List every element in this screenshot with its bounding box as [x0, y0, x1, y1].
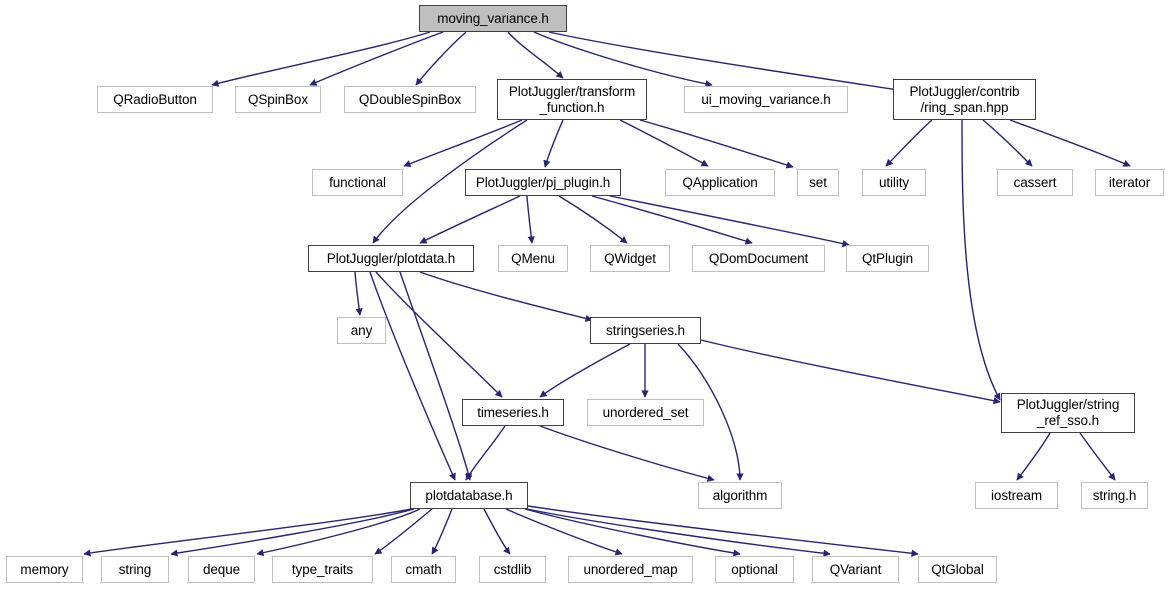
edge-plotdata-to-any [354, 271, 363, 316]
graph-node-qmenu[interactable]: QMenu [498, 245, 568, 272]
edge-pj_plugin-to-qdomdocument [591, 195, 753, 245]
edge-plotdatabase-to-deque [256, 508, 421, 557]
edge-pj_plugin-to-qmenu [526, 195, 535, 244]
edge-plotdata-to-plotdatabase [369, 271, 456, 481]
graph-node-unordered_set[interactable]: unordered_set [587, 399, 704, 426]
graph-node-string_h[interactable]: string.h [1081, 482, 1148, 509]
edge-ring_span-to-utility [885, 119, 933, 167]
graph-node-cstdlib[interactable]: cstdlib [479, 556, 546, 583]
edge-plotdata-to-plotdatabase [399, 271, 472, 481]
edge-plotdatabase-to-cmath [431, 508, 453, 555]
edge-plotdatabase-to-memory [83, 508, 413, 557]
graph-node-qtplugin[interactable]: QtPlugin [846, 245, 929, 272]
edge-moving_variance-to-qdoublespinbox [415, 31, 467, 86]
edge-moving_variance-to-ui_moving_variance [533, 31, 713, 88]
graph-node-functional[interactable]: functional [312, 169, 403, 196]
edge-pj_plugin-to-qtplugin [609, 195, 850, 248]
edge-plotdatabase-to-optional [524, 508, 741, 557]
graph-node-qtglobal[interactable]: QtGlobal [918, 556, 997, 583]
graph-node-transform_function[interactable]: PlotJuggler/transform _function.h [497, 79, 647, 120]
graph-node-pj_plugin[interactable]: PlotJuggler/pj_plugin.h [465, 169, 621, 196]
graph-node-plotdata[interactable]: PlotJuggler/plotdata.h [308, 245, 474, 272]
edge-moving_variance-to-transform_function [507, 31, 564, 79]
graph-node-cassert[interactable]: cassert [997, 169, 1073, 196]
graph-node-string[interactable]: string [101, 556, 169, 583]
edge-plotdatabase-to-type_traits [374, 508, 433, 555]
graph-node-deque[interactable]: deque [188, 556, 255, 583]
graph-node-algorithm[interactable]: algorithm [698, 482, 782, 509]
graph-node-qradiobutton[interactable]: QRadioButton [97, 86, 213, 113]
edge-plotdatabase-to-cstdlib [483, 508, 511, 555]
edge-timeseries-to-algorithm [539, 425, 715, 482]
edge-transform_function-to-functional [403, 119, 523, 168]
graph-node-cmath[interactable]: cmath [391, 556, 456, 583]
edge-pj_plugin-to-qwidget [558, 195, 628, 244]
graph-node-timeseries[interactable]: timeseries.h [462, 399, 564, 426]
graph-node-memory[interactable]: memory [6, 556, 83, 583]
graph-node-qwidget[interactable]: QWidget [590, 245, 670, 272]
edge-plotdatabase-to-string [170, 508, 415, 557]
graph-node-qdoublespinbox[interactable]: QDoubleSpinBox [344, 86, 476, 113]
edge-stringseries-to-string_ref_sso [700, 339, 1001, 405]
edge-transform_function-to-set [639, 119, 794, 169]
edge-moving_variance-to-qradiobutton [211, 31, 431, 87]
graph-node-moving_variance[interactable]: moving_variance.h [419, 5, 567, 32]
edge-transform_function-to-pj_plugin [543, 119, 564, 168]
graph-node-utility[interactable]: utility [862, 169, 926, 196]
edge-ring_span-to-string_ref_sso [961, 119, 1001, 401]
graph-node-qvariant[interactable]: QVariant [812, 556, 899, 583]
edge-string_ref_sso-to-iostream [1016, 432, 1051, 481]
edge-stringseries-to-timeseries [539, 343, 631, 398]
graph-node-ring_span[interactable]: PlotJuggler/contrib /ring_span.hpp [893, 79, 1036, 120]
graph-node-unordered_map[interactable]: unordered_map [568, 556, 693, 583]
graph-node-qapplication[interactable]: QApplication [665, 169, 775, 196]
edge-plotdatabase-to-qvariant [526, 508, 831, 557]
graph-node-qspinbox[interactable]: QSpinBox [235, 86, 321, 113]
edge-plotdata-to-stringseries [419, 271, 593, 322]
edge-ring_span-to-cassert [982, 119, 1033, 167]
graph-node-type_traits[interactable]: type_traits [272, 556, 373, 583]
graph-node-string_ref_sso[interactable]: PlotJuggler/string _ref_sso.h [1001, 393, 1135, 433]
edge-ring_span-to-iterator [1009, 119, 1131, 167]
graph-node-set[interactable]: set [797, 169, 839, 196]
edge-plotdatabase-to-qtglobal [527, 505, 919, 557]
graph-node-stringseries[interactable]: stringseries.h [590, 317, 701, 344]
graph-node-ui_moving_variance[interactable]: ui_moving_variance.h [684, 86, 848, 113]
graph-node-qdomdocument[interactable]: QDomDocument [692, 245, 825, 272]
graph-node-optional[interactable]: optional [715, 556, 794, 583]
edge-pj_plugin-to-plotdata [419, 195, 521, 244]
edge-string_ref_sso-to-string_h [1079, 432, 1116, 481]
edge-plotdata-to-timeseries [375, 271, 503, 398]
graph-node-iterator[interactable]: iterator [1095, 169, 1164, 196]
graph-node-iostream[interactable]: iostream [975, 482, 1058, 509]
graph-node-any[interactable]: any [337, 317, 386, 344]
edge-plotdatabase-to-unordered_map [505, 508, 623, 556]
graph-node-plotdatabase[interactable]: plotdatabase.h [410, 482, 528, 509]
edge-timeseries-to-plotdatabase [465, 425, 506, 481]
edge-moving_variance-to-qspinbox [309, 31, 444, 86]
edge-transform_function-to-qapplication [619, 119, 709, 167]
